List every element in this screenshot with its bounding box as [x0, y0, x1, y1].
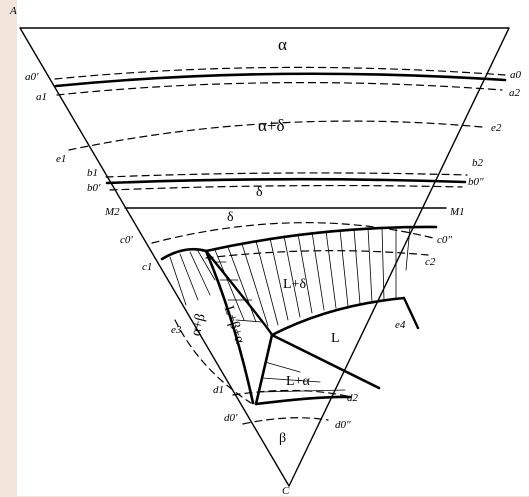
boundary-L-left	[254, 333, 274, 406]
phase-label-L-delta: L+δ	[283, 277, 307, 292]
point-label-e4: e4	[395, 319, 406, 331]
curve-e3	[174, 319, 252, 404]
point-label-b1: b1	[87, 167, 98, 179]
point-label-a0-prime: a0'	[25, 71, 39, 83]
curve-e1-e2	[68, 120, 483, 151]
point-label-d1: d1	[213, 384, 224, 396]
point-label-a0: a0	[510, 69, 521, 81]
point-label-c2: c2	[425, 256, 436, 268]
curve-b1	[105, 172, 468, 178]
phase-label-beta: β	[279, 431, 287, 446]
boundary-inner	[204, 249, 274, 337]
curve-c-solid-right	[204, 225, 438, 253]
phase-label-delta-upper: δ	[256, 185, 263, 200]
point-label-a1: a1	[36, 91, 47, 103]
curve-d0	[242, 417, 329, 425]
boundary-L-delta	[270, 296, 406, 337]
boundary-left-vertical	[204, 249, 255, 405]
curve-b0	[109, 184, 463, 191]
point-label-e1: e1	[56, 153, 67, 165]
boundary-L-alpha	[270, 333, 381, 390]
curve-a0-prime	[54, 66, 506, 80]
phase-label-alpha-delta: α+δ	[258, 116, 285, 135]
tie-lines-L-beta-alpha	[213, 261, 263, 323]
point-label-a2: a2	[509, 87, 520, 99]
phase-label-delta-lower: δ	[227, 210, 234, 225]
boundary-e4	[402, 296, 420, 330]
curve-a1	[56, 82, 503, 96]
curve-a-solid	[54, 72, 507, 88]
boundary-bottom	[254, 395, 352, 406]
point-label-e3: e3	[171, 324, 182, 336]
phase-label-alpha: α	[278, 35, 287, 54]
triangle-outline	[19, 27, 510, 487]
point-label-b0-double-prime: b0"	[468, 176, 484, 188]
phase-label-L: L	[331, 331, 340, 346]
point-label-d2: d2	[347, 392, 358, 404]
curve-d1	[232, 389, 352, 398]
point-label-b0-prime: b0'	[87, 182, 101, 194]
tie-lines-L-alpha	[259, 361, 346, 393]
tie-lines-alpha-beta	[169, 250, 216, 306]
curve-c-solid-left	[160, 247, 208, 261]
point-label-b2: b2	[472, 157, 483, 169]
curve-c0	[151, 222, 434, 244]
curve-c2	[205, 250, 429, 259]
curve-b-solid	[105, 177, 467, 185]
point-label-M1: M1	[450, 206, 465, 218]
point-label-M2: M2	[105, 206, 120, 218]
point-label-d0-prime: d0'	[224, 412, 238, 424]
tie-lines-L-delta	[214, 226, 411, 327]
vertex-label-A: A	[10, 5, 17, 17]
point-label-c1: c1	[142, 261, 153, 273]
phase-label-L-alpha: L+α	[286, 374, 310, 389]
point-label-e2: e2	[491, 122, 502, 134]
point-label-d0-double-prime: d0"	[335, 419, 351, 431]
vertex-label-C: C	[282, 485, 290, 497]
point-label-c0-double-prime: c0"	[437, 234, 453, 246]
point-label-c0-prime: c0'	[120, 234, 133, 246]
